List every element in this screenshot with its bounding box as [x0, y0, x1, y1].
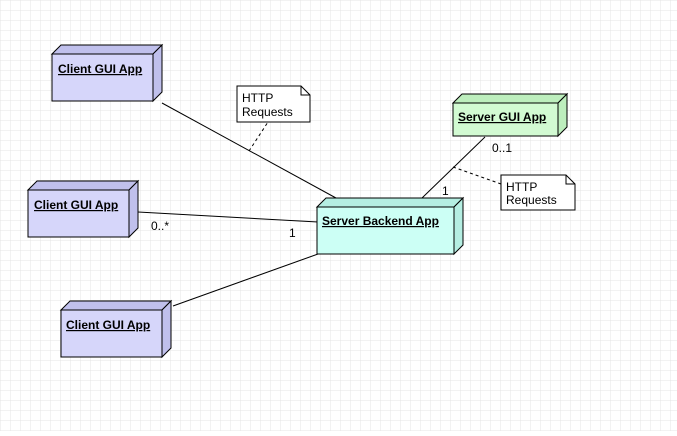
note-http-requests-1[interactable]: HTTP Requests	[236, 85, 311, 123]
node-label: Server Backend App	[322, 214, 439, 228]
multiplicity-backend-one-top: 1	[442, 184, 449, 198]
multiplicity-gui-zero-one: 0..1	[492, 141, 512, 155]
note-http-requests-2[interactable]: HTTP Requests	[500, 174, 576, 211]
note-line: Requests	[506, 193, 557, 207]
node-label: Client GUI App	[66, 318, 150, 332]
node-client-gui-app-2[interactable]: Client GUI App	[26, 179, 140, 239]
node-server-gui-app[interactable]: Server GUI App	[451, 92, 569, 138]
multiplicity-client-many: 0..*	[151, 219, 169, 233]
multiplicity-backend-one-left: 1	[289, 226, 296, 240]
node-client-gui-app-3[interactable]: Client GUI App	[59, 299, 173, 359]
node-client-gui-app-1[interactable]: Client GUI App	[50, 43, 164, 103]
note-line: HTTP	[506, 180, 537, 194]
note-line: Requests	[242, 105, 293, 119]
node-server-backend-app[interactable]: Server Backend App	[315, 196, 465, 256]
link-client-3-backend[interactable]	[172, 253, 319, 307]
node-label: Client GUI App	[58, 62, 142, 76]
node-label: Client GUI App	[34, 198, 118, 212]
note-line: HTTP	[242, 91, 273, 105]
link-client-2-backend[interactable]	[137, 211, 319, 223]
note-2-anchor	[452, 166, 502, 185]
node-label: Server GUI App	[458, 110, 546, 124]
